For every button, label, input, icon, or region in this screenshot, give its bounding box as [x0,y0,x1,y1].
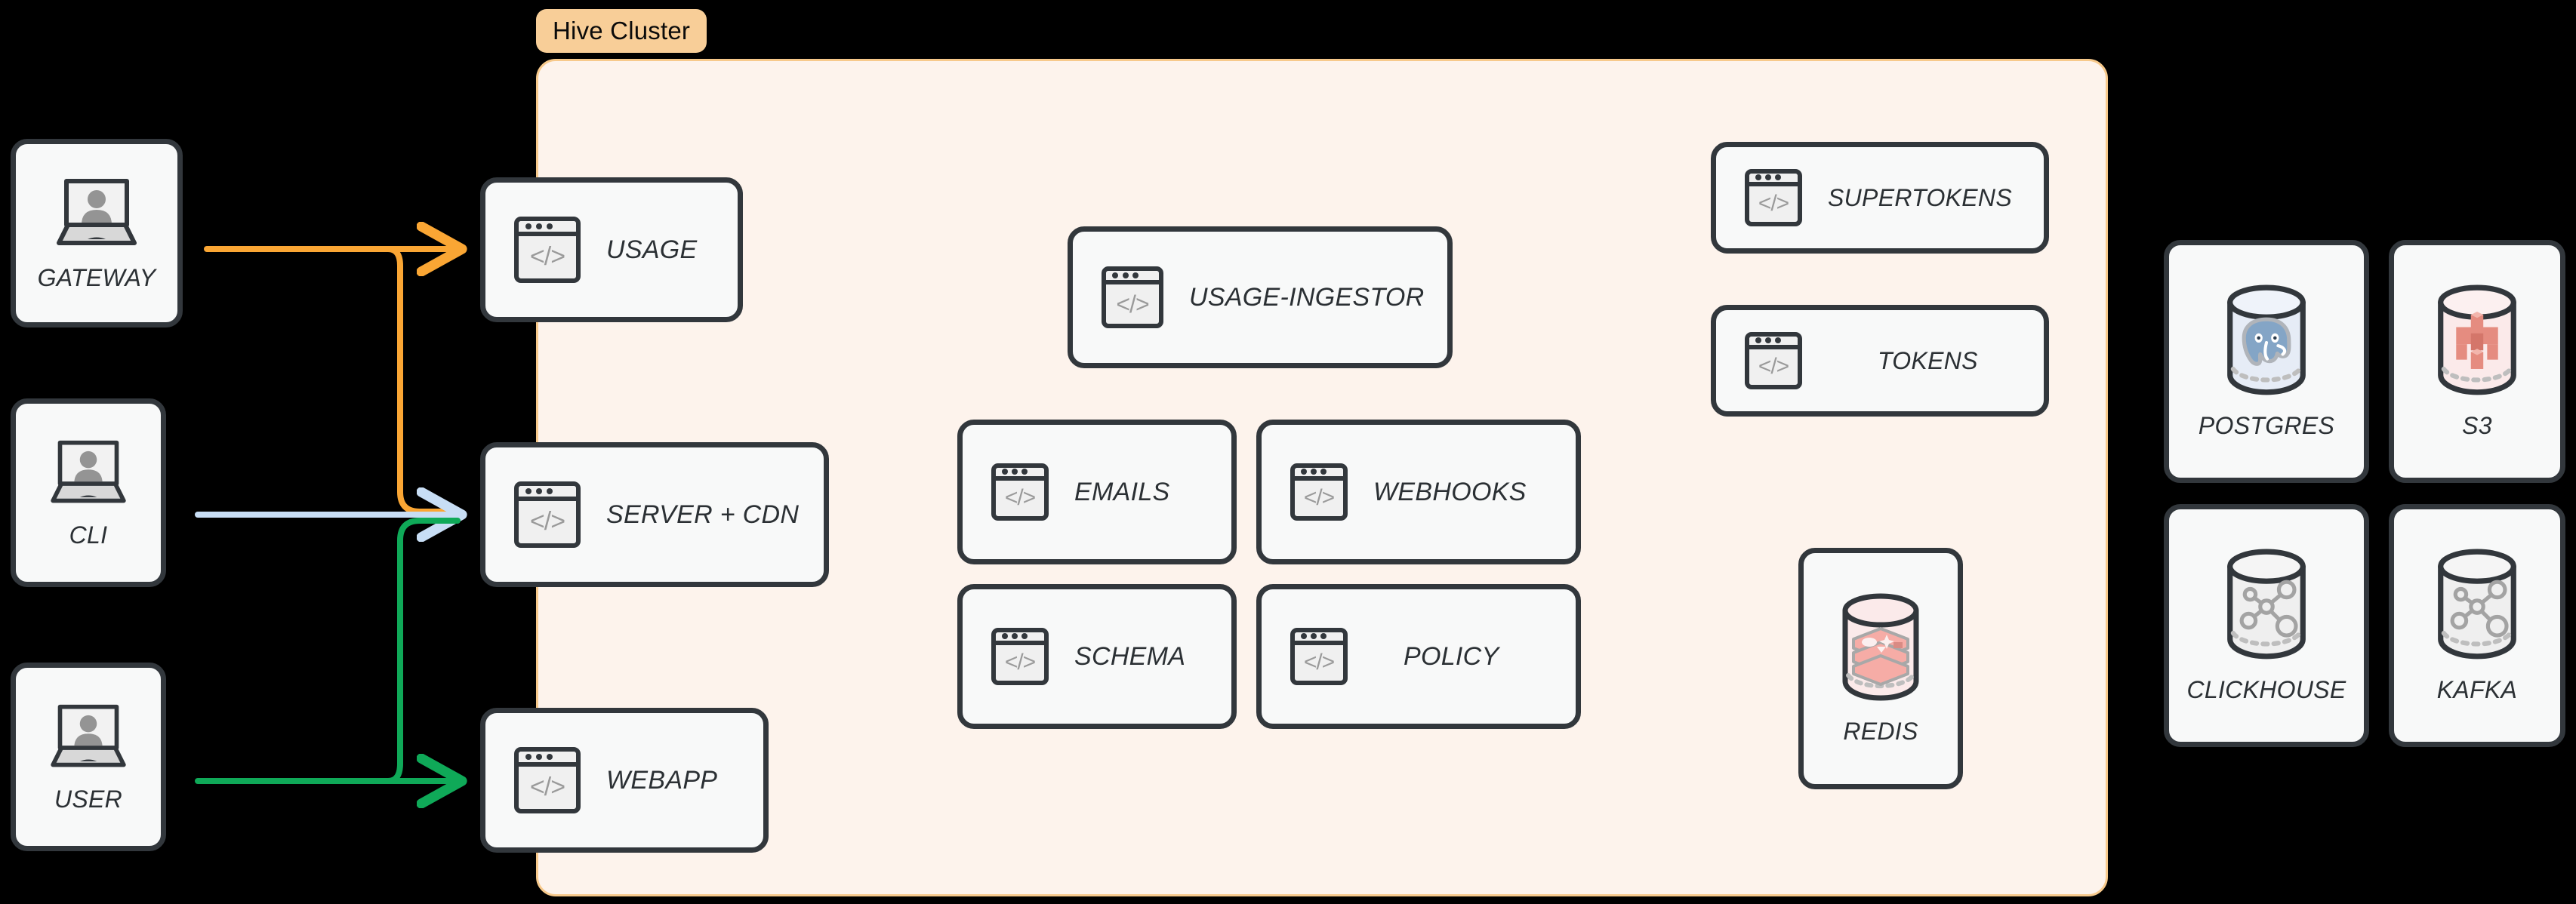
code-window-icon: </> [1745,169,1802,226]
laptop-person-icon [51,440,126,503]
code-window-icon: </> [1102,266,1163,328]
postgres-elephant-logo [2242,317,2291,366]
hive-cluster-label: Hive Cluster [536,9,707,53]
node-redis-label: REDIS [1843,717,1918,745]
code-window-icon: </> [514,747,581,813]
node-cli[interactable]: CLI [11,398,166,587]
node-schema-label: SCHEMA [1074,641,1186,671]
node-clickhouse[interactable]: CLICKHOUSE [2164,504,2369,747]
node-clickhouse-label: CLICKHOUSE [2186,675,2346,703]
node-policy[interactable]: </> POLICY [1256,584,1581,729]
node-supertokens-label: SUPERTOKENS [1828,183,2012,211]
node-policy-label: POLICY [1404,641,1499,671]
node-webapp[interactable]: </> WEBAPP [480,708,769,853]
code-window-icon: </> [514,481,581,548]
node-tokens-label: TOKENS [1878,346,1978,374]
code-window-icon: </> [991,463,1049,521]
node-s3-label: S3 [2462,411,2492,439]
node-webhooks[interactable]: </> WEBHOOKS [1256,420,1581,564]
node-usage-ingestor-label: USAGE-INGESTOR [1189,282,1425,312]
node-webapp-label: WEBAPP [606,765,718,795]
code-window-icon: </> [991,628,1049,685]
code-window-icon: </> [1290,628,1348,685]
node-webhooks-label: WEBHOOKS [1373,477,1527,506]
laptop-person-icon [51,704,126,767]
code-window-icon: </> [1290,463,1348,521]
database-cylinder-generic-icon [2227,549,2306,659]
node-cli-label: CLI [69,521,108,549]
database-cylinder-postgres-icon [2227,284,2306,395]
node-emails[interactable]: </> EMAILS [957,420,1237,564]
node-kafka[interactable]: KAFKA [2389,504,2565,747]
node-gateway[interactable]: GATEWAY [11,139,183,327]
node-user[interactable]: USER [11,663,166,851]
redis-stack-logo [1852,626,1909,686]
network-nodes-logo [2450,580,2509,638]
node-gateway-label: GATEWAY [37,263,156,291]
node-supertokens[interactable]: </> SUPERTOKENS [1711,142,2049,254]
database-cylinder-generic-icon [2438,549,2516,659]
node-postgres-label: POSTGRES [2198,411,2335,439]
code-window-icon: </> [514,217,581,283]
node-postgres[interactable]: POSTGRES [2164,240,2369,483]
node-server-cdn[interactable]: </> SERVER + CDN [480,442,829,587]
node-emails-label: EMAILS [1074,477,1170,506]
node-usage[interactable]: </> USAGE [480,177,743,322]
node-tokens[interactable]: </> TOKENS [1711,305,2049,417]
node-kafka-label: KAFKA [2436,675,2518,703]
node-usage-ingestor[interactable]: </> USAGE-INGESTOR [1068,226,1453,368]
node-s3[interactable]: S3 [2389,240,2565,483]
hive-cluster-label-text: Hive Cluster [553,17,691,45]
laptop-person-icon [57,178,137,245]
node-schema[interactable]: </> SCHEMA [957,584,1237,729]
database-cylinder-s3-icon [2438,284,2516,395]
node-usage-label: USAGE [606,235,698,264]
code-window-icon: </> [1745,332,1802,389]
wire-gateway-to-server-cdn [374,246,461,515]
node-redis[interactable]: REDIS [1798,548,1963,789]
s3-bucket-logo [2456,311,2498,369]
wire-user-to-server-cdn [374,518,461,784]
database-cylinder-redis-icon [1842,593,1919,700]
node-user-label: USER [54,785,123,813]
network-nodes-logo [2239,580,2298,638]
node-server-cdn-label: SERVER + CDN [606,500,800,529]
